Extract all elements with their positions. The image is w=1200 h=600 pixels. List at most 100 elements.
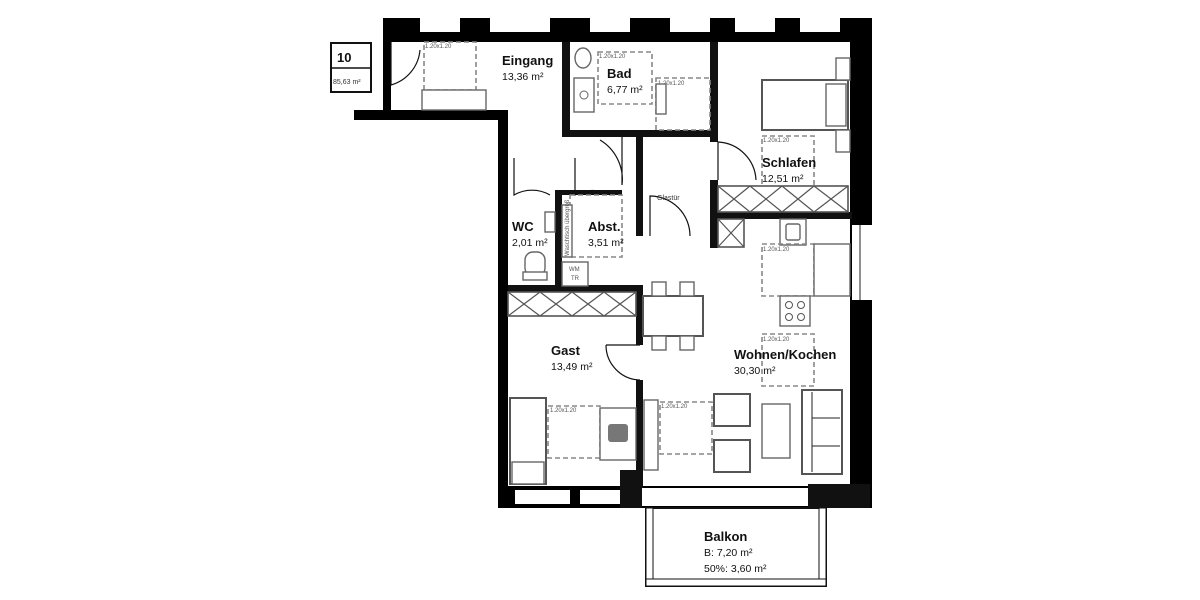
unit-badge: 10 85,63 m² (330, 42, 372, 93)
eingang-clearance (423, 41, 477, 91)
abst-door (574, 158, 611, 197)
wm-label: WM (569, 267, 580, 273)
balcony-outline (645, 507, 827, 587)
unit-number: 10 (337, 50, 351, 65)
bad-furniture: 1.20x1.20 1.20x1.20 (573, 47, 711, 131)
gast-top-wall (508, 285, 640, 292)
wc-abst-wall (555, 190, 562, 288)
wc-sink (544, 211, 556, 233)
room-name-gast: Gast (551, 343, 581, 358)
room-name-balkon: Balkon (704, 529, 747, 544)
left-wall (498, 110, 508, 508)
schlafen-wardrobe (717, 185, 849, 213)
bad-sink (573, 77, 595, 113)
coffee-table (761, 403, 791, 459)
kitchen-sink-basin (785, 223, 801, 241)
washer-dryer (561, 261, 589, 287)
kitchen-clearance-2-label: 1.20x1.20 (763, 337, 790, 343)
bad-clearance-1 (597, 51, 653, 105)
abst-furniture: Waschtisch übergroß WM TR (561, 194, 623, 287)
doors (390, 42, 757, 381)
kitchen-clearance-1-label: 1.20x1.20 (763, 247, 790, 253)
entrance-wall (354, 110, 508, 120)
nightstand-1 (835, 57, 851, 81)
living-clearance-label: 1.20x1.20 (661, 404, 688, 410)
kitchen-counter (813, 243, 851, 297)
room-name-eingang: Eingang (502, 53, 553, 68)
gast-furniture: 1.20x1.20 (507, 291, 637, 485)
room-name-bad: Bad (607, 66, 632, 81)
balcony (645, 507, 827, 587)
desk-chair (608, 424, 628, 442)
bad-shower-side (655, 83, 667, 115)
kitchen-clearance-2 (761, 333, 815, 387)
entrance-door (390, 42, 421, 86)
bad-toilet (574, 47, 592, 69)
bad-bottom-wall (562, 130, 712, 137)
glass-door (649, 195, 691, 237)
dining-chair-1 (651, 281, 667, 297)
interior-walls (508, 42, 870, 508)
sofa (801, 389, 843, 475)
bad-left-wall (562, 42, 570, 137)
column-right (808, 484, 870, 508)
unit-area: 85,63 m² (333, 79, 361, 86)
room-area-eingang: 13,36 m² (502, 71, 544, 83)
eingang-furniture: 1.20x1.20 (421, 41, 487, 111)
room-name-abst: Abst. (588, 219, 621, 234)
bad-right-wall (710, 42, 718, 142)
room-area-abst: 3,51 m² (588, 237, 624, 249)
room-area-wc: 2,01 m² (512, 237, 548, 249)
entrance-side-wall (383, 18, 391, 110)
nightstand-2 (835, 129, 851, 153)
gast-right-wall-upper (636, 285, 643, 345)
exterior-walls (354, 18, 872, 508)
wc-door (513, 158, 551, 197)
room-area-balkon-half: 50%: 3,60 m² (704, 563, 767, 575)
bad-clearance-2-label: 1.20x1.20 (658, 81, 685, 87)
room-labels: Eingang 13,36 m² Bad 6,77 m² Schlafen 12… (502, 53, 836, 575)
waschtisch-label: Waschtisch übergroß (565, 199, 571, 256)
armchair-2 (713, 439, 751, 473)
gast-clearance-label: 1.20x1.20 (550, 408, 577, 414)
dining-chair-4 (679, 335, 695, 351)
tr-label: TR (571, 276, 580, 282)
room-name-wc: WC (512, 219, 534, 234)
schlafen-clearance-label: 1.20x1.20 (763, 138, 790, 144)
room-area-schlafen: 12,51 m² (762, 173, 804, 185)
schlafen-furniture: 1.20x1.20 (717, 57, 851, 213)
stove (779, 295, 811, 327)
glastuer-label: Glastür (657, 195, 680, 202)
gast-wardrobe (507, 291, 637, 317)
wc-tank (522, 271, 548, 281)
room-area-gast: 13,49 m² (551, 361, 593, 373)
schlafen-door-arc (717, 141, 757, 181)
gast-door (605, 344, 641, 381)
tv-sideboard (643, 399, 659, 471)
dining-table (642, 295, 704, 337)
dining-chair-3 (651, 335, 667, 351)
wohnen-furniture: 1.20x1.20 1.20x1.20 1.20x1.20 (642, 218, 851, 475)
room-area-wohnen: 30,30 m² (734, 365, 776, 377)
gast-bed-pillow (511, 461, 545, 485)
abst-top-wall (562, 190, 622, 195)
schlafen-bottom-wall (710, 212, 852, 219)
living-clearance (659, 401, 713, 455)
room-name-schlafen: Schlafen (762, 155, 816, 170)
room-area-balkon: B: 7,20 m² (704, 547, 753, 559)
wc-furniture (522, 211, 556, 281)
bad-clearance-1-label: 1.20x1.20 (599, 54, 626, 60)
waschtisch (561, 204, 573, 258)
bad-door (599, 137, 623, 186)
abst-right-wall (636, 136, 643, 236)
dining-chair-2 (679, 281, 695, 297)
wardrobe (421, 89, 487, 111)
gast-right-wall-lower (636, 380, 643, 488)
room-name-wohnen: Wohnen/Kochen (734, 347, 836, 362)
armchair-1 (713, 393, 751, 427)
room-area-bad: 6,77 m² (607, 84, 643, 96)
bed-pillow (825, 83, 847, 127)
gast-clearance (547, 405, 601, 459)
column-left (620, 470, 642, 508)
